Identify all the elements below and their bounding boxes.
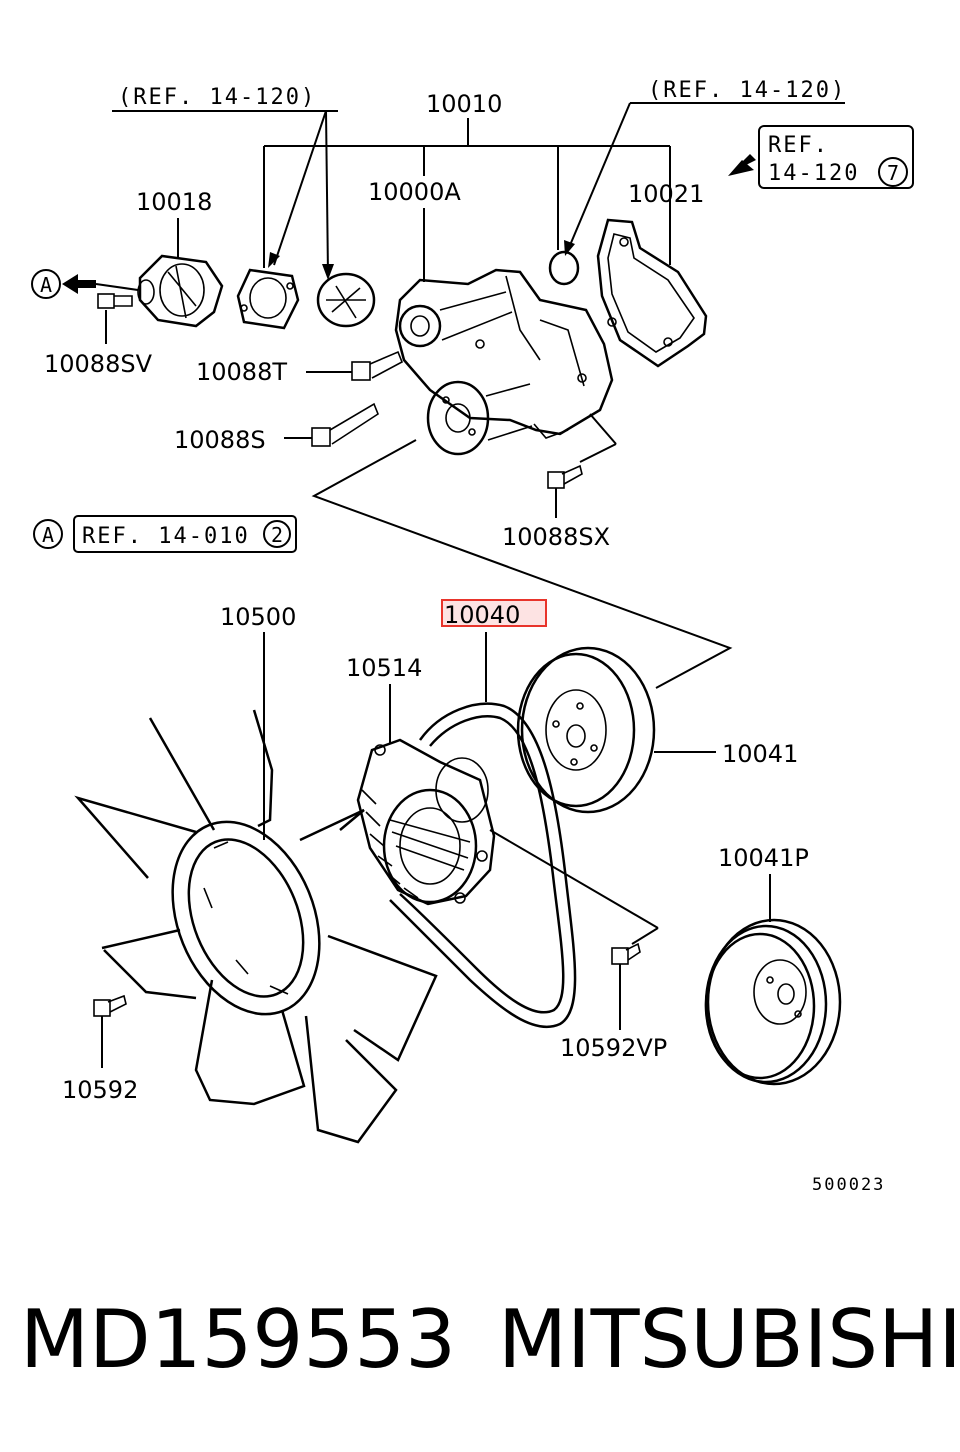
label-10592VP: 10592VP [560, 1034, 667, 1062]
parts-diagram: (REF. 14-120) (REF. 14-120) REF. 14-120 … [31, 78, 914, 1195]
label-10088T: 10088T [196, 358, 287, 386]
gasket-large [596, 218, 708, 368]
o-ring [548, 250, 580, 286]
leader-10088SX-to-pump-2 [589, 413, 617, 445]
label-10500: 10500 [220, 603, 296, 631]
ref-left-label: (REF. 14-120) [118, 85, 316, 110]
ref-box-arrow-icon [732, 154, 756, 180]
ref-a-circle [263, 520, 291, 548]
label-10592: 10592 [62, 1076, 138, 1104]
clutch-to-bolt-leader [489, 829, 659, 929]
ref-box-circle-number: 7 [887, 161, 899, 185]
label-10514: 10514 [346, 654, 422, 682]
ref-left-arrowhead-1 [268, 252, 280, 268]
label-10018: 10018 [136, 188, 212, 216]
ref-right-label: (REF. 14-120) [648, 78, 846, 103]
label-10041P: 10041P [718, 844, 809, 872]
bolt-10088S [311, 402, 379, 447]
marker-a-bottom-letter: A [42, 523, 54, 547]
label-10040-highlight [441, 599, 547, 627]
fan-clutch [356, 738, 496, 906]
ref-a-box [73, 515, 297, 553]
diagram-code: 500023 [812, 1175, 885, 1195]
part-number: MD159553 [20, 1293, 457, 1386]
ref-box-line1: REF. [768, 133, 829, 158]
label-10041: 10041 [722, 740, 798, 768]
marker-a-top [31, 269, 61, 299]
brand-name: MITSUBISHI [498, 1293, 960, 1386]
bolt-10088SX [547, 464, 583, 489]
ref-box [758, 125, 914, 189]
gasket-small [236, 268, 300, 330]
bolt-10592VP [611, 942, 641, 965]
ref-left-arrowhead-2 [322, 264, 334, 280]
marker-a-arrow-icon [62, 274, 96, 294]
water-pump [394, 268, 614, 456]
ref-a-label: REF. 14-010 [82, 524, 250, 549]
leader-10088SX-to-pump [579, 443, 617, 463]
pulley-10041P [704, 918, 842, 1086]
ref-right-arrow [567, 102, 631, 251]
label-10000A: 10000A [368, 178, 461, 206]
ref-a-circle-number: 2 [271, 523, 283, 547]
v-belt [389, 702, 577, 1029]
ref-box-line2: 14-120 [768, 161, 859, 186]
marker-a-bottom [33, 519, 63, 549]
marker-a-top-letter: A [40, 273, 52, 297]
ref-left-arrow-1 [273, 110, 327, 266]
pump-to-pulley-leader [311, 439, 733, 689]
label-10010: 10010 [426, 90, 502, 118]
pulley-10041 [516, 646, 656, 814]
cooling-fan [74, 709, 438, 1144]
label-10021: 10021 [628, 180, 704, 208]
ref-left-arrow-2 [325, 110, 329, 276]
bolt-10088SV [97, 293, 133, 309]
caption: MD159553 MITSUBISHI [0, 1290, 960, 1410]
ref-box-circle [878, 157, 908, 187]
label-10088S: 10088S [174, 426, 266, 454]
ref-box-arrowhead-icon [728, 160, 754, 176]
label-10088SV: 10088SV [44, 350, 153, 378]
thermostat-case [137, 254, 224, 328]
label-10088SX: 10088SX [502, 523, 610, 551]
label-10040: 10040 [444, 601, 520, 629]
bolt-10592 [93, 994, 127, 1017]
thermostat [316, 272, 376, 328]
bolt-10088T [351, 350, 404, 381]
marker-a-leader [95, 283, 139, 291]
clutch-to-bolt-leader-2 [631, 927, 659, 945]
